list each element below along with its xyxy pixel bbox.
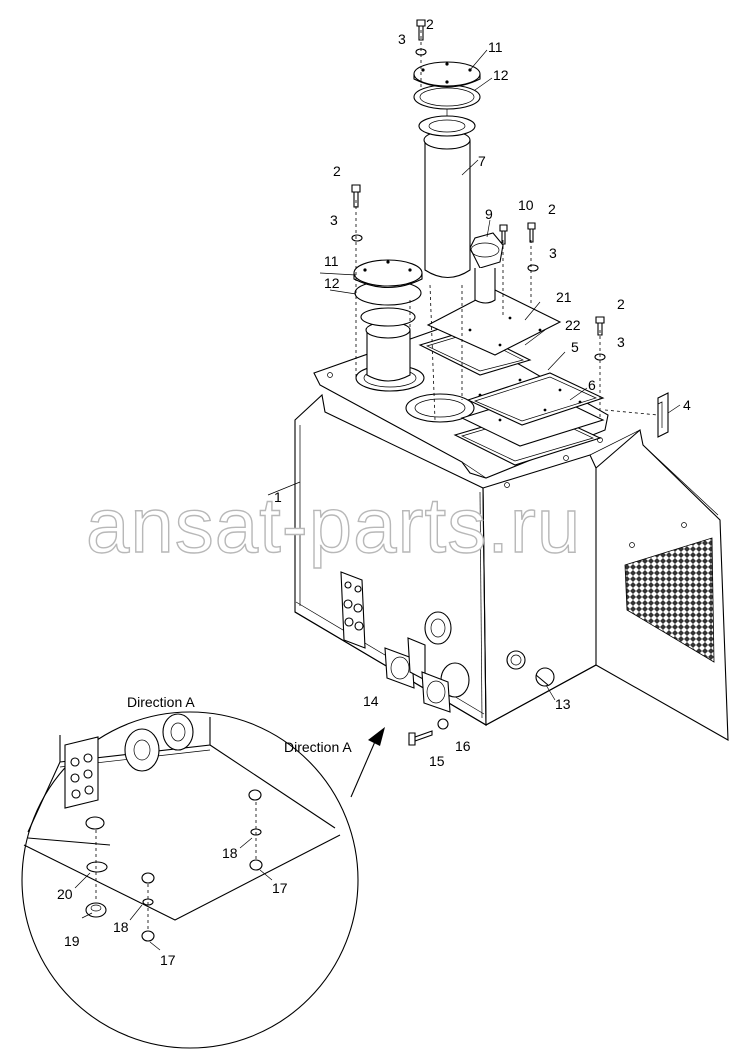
cover-plates <box>418 289 605 466</box>
label-part-3: 3 <box>617 334 625 350</box>
label-part-12: 12 <box>324 275 340 291</box>
label-part-3: 3 <box>549 245 557 261</box>
label-part-17: 17 <box>272 880 288 896</box>
alignment-lines <box>355 30 659 421</box>
label-part-1: 1 <box>274 489 282 505</box>
lower-lid-assembly <box>353 259 423 382</box>
label-part-11: 11 <box>324 253 339 269</box>
side-cover-panel <box>589 428 729 741</box>
label-part-7: 7 <box>478 153 486 169</box>
part-label-group: 1 2 2 2 2 3 3 3 3 4 5 6 7 9 10 11 11 12 … <box>57 16 691 968</box>
label-part-19: 19 <box>64 933 80 949</box>
label-part-14: 14 <box>363 693 379 709</box>
label-part-2: 2 <box>426 16 434 32</box>
fasteners <box>351 19 669 438</box>
direction-a-arrow-label: Direction A <box>284 739 352 755</box>
label-part-20: 20 <box>57 886 73 902</box>
ventilation-grille <box>624 537 715 663</box>
label-part-3: 3 <box>398 31 406 47</box>
label-part-2: 2 <box>548 201 556 217</box>
filter-canister <box>418 108 476 279</box>
label-part-22: 22 <box>565 317 581 333</box>
detail-view <box>21 711 359 1049</box>
leader-lines <box>267 49 681 701</box>
connector-plate <box>340 571 366 649</box>
label-part-21: 21 <box>556 289 572 305</box>
label-part-5: 5 <box>571 339 579 355</box>
watermark-text: ansat-parts.ru <box>86 481 581 569</box>
detail-view-title: Direction A <box>127 694 195 710</box>
label-part-16: 16 <box>455 738 471 754</box>
breather-unit <box>469 232 504 304</box>
label-part-11: 11 <box>488 39 503 55</box>
label-part-9: 9 <box>485 206 493 222</box>
label-part-12: 12 <box>493 67 509 83</box>
label-part-3: 3 <box>330 212 338 228</box>
label-part-18: 18 <box>113 919 129 935</box>
label-part-6: 6 <box>588 377 596 393</box>
label-part-17: 17 <box>160 952 176 968</box>
label-part-15: 15 <box>429 753 445 769</box>
label-part-10: 10 <box>518 197 534 213</box>
upper-lid-assembly <box>413 61 481 110</box>
direction-arrow <box>350 727 385 798</box>
label-part-13: 13 <box>555 696 571 712</box>
label-part-18: 18 <box>222 845 238 861</box>
label-part-4: 4 <box>683 397 691 413</box>
label-part-2: 2 <box>333 163 341 179</box>
label-part-2: 2 <box>617 296 625 312</box>
port-flanges <box>384 611 555 746</box>
